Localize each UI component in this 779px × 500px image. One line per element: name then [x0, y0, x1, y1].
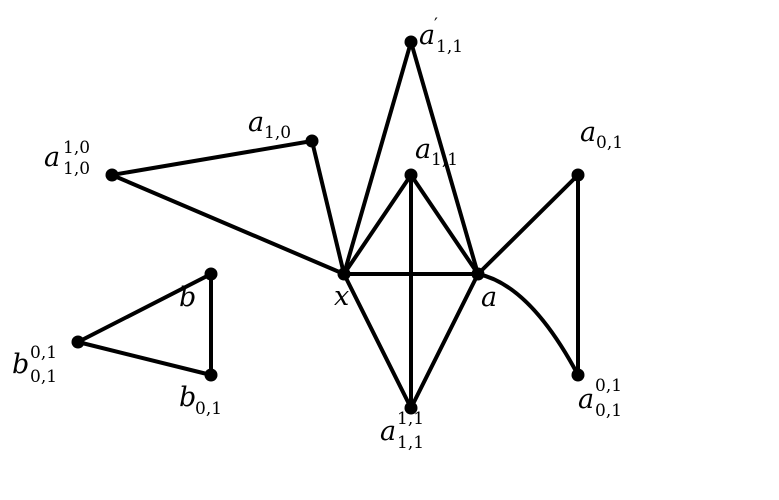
label-a-0-1-sup-sub: 0,1	[595, 401, 622, 421]
label-a-0-1-sup-0-1: a 0,1 0,1	[578, 376, 622, 421]
label-a-1-1: a 1,1	[415, 134, 458, 170]
label-b-0-1: b 0,1	[179, 382, 222, 419]
label-a-0-1: a 0,1	[580, 117, 623, 153]
node-b	[204, 267, 218, 281]
edge-aprime11-a	[409, 40, 480, 276]
edge-a10-a10-10	[110, 139, 314, 177]
labels: a ′ 1,1 a 1,0 a 1,0 1,0 a 1,1 a 0,1 x a	[12, 15, 623, 453]
edge-a10-10-x	[110, 173, 346, 276]
node-a-1-1	[404, 168, 418, 182]
node-a-1-0-sup-1-0	[105, 168, 119, 182]
label-a-1-0-base: a	[248, 107, 264, 138]
label-b-0-1-sub: 0,1	[195, 399, 222, 419]
label-a-0-1-sub: 0,1	[596, 133, 623, 153]
label-b-0-1-base: b	[179, 382, 196, 413]
node-a-0-1-sup-0-1	[571, 368, 585, 382]
label-b-0-1-sup-base: b	[12, 349, 29, 380]
edge-x-a11-11	[342, 272, 413, 410]
edge-b01-01-b	[76, 272, 213, 344]
label-a-1-0-sup-sup: 1,0	[63, 138, 90, 158]
label-a-1-1-sup-1-1: a 1,1 1,1	[380, 409, 424, 453]
label-a-1-1-sup-sup: 1,1	[397, 409, 424, 429]
label-a-prime-1-1-base: a	[419, 20, 435, 51]
label-a-1-1-base: a	[415, 134, 431, 165]
label-b-0-1-sup-sub: 0,1	[30, 367, 57, 387]
node-a-1-0	[305, 134, 319, 148]
label-a-prime-1-1-prime: ′	[434, 15, 438, 35]
label-a: a	[481, 282, 497, 313]
label-a-1-0-sup-base: a	[44, 142, 60, 173]
label-a-0-1-base: a	[580, 117, 596, 148]
node-b-0-1-sup-0-1	[71, 335, 85, 349]
label-a-1-1-sup-sub: 1,1	[397, 433, 424, 453]
label-x: x	[334, 281, 349, 312]
label-b-0-1-sup-sup: 0,1	[30, 343, 57, 363]
label-a-1-0-sup-sub: 1,0	[63, 159, 90, 179]
edge-x-a10	[310, 139, 346, 276]
node-a-prime-1-1	[404, 35, 418, 49]
label-b-0-1-sup-0-1: b 0,1 0,1	[12, 343, 57, 387]
edges	[76, 40, 580, 410]
label-a-prime-1-1: a ′ 1,1	[419, 15, 463, 57]
nodes	[71, 35, 585, 415]
label-a-0-1-sup-sup: 0,1	[595, 376, 622, 396]
label-a-1-1-sub: 1,1	[431, 150, 458, 170]
label-b: b	[179, 282, 196, 313]
node-a	[471, 267, 485, 281]
node-a-1-1-sup-1-1	[404, 401, 418, 415]
edge-b01-b01-01	[76, 340, 213, 377]
node-a-0-1	[571, 168, 585, 182]
label-a-prime-1-1-sub: 1,1	[436, 37, 463, 57]
edge-a-a01	[476, 173, 580, 276]
node-b-0-1	[204, 368, 218, 382]
edge-x-a11	[342, 173, 413, 276]
label-a-0-1-sup-base: a	[578, 384, 594, 415]
label-a-1-0: a 1,0	[248, 107, 291, 143]
edge-a-a11-11	[409, 272, 480, 410]
label-a-1-0-sub: 1,0	[264, 123, 291, 143]
edge-a-a01-01-curve	[476, 272, 580, 377]
label-a-1-1-sup-base: a	[380, 416, 396, 447]
edge-x-aprime11	[342, 40, 413, 276]
node-x	[337, 267, 351, 281]
edge-a11-a	[409, 173, 480, 276]
label-a-1-0-sup-1-0: a 1,0 1,0	[44, 138, 90, 179]
